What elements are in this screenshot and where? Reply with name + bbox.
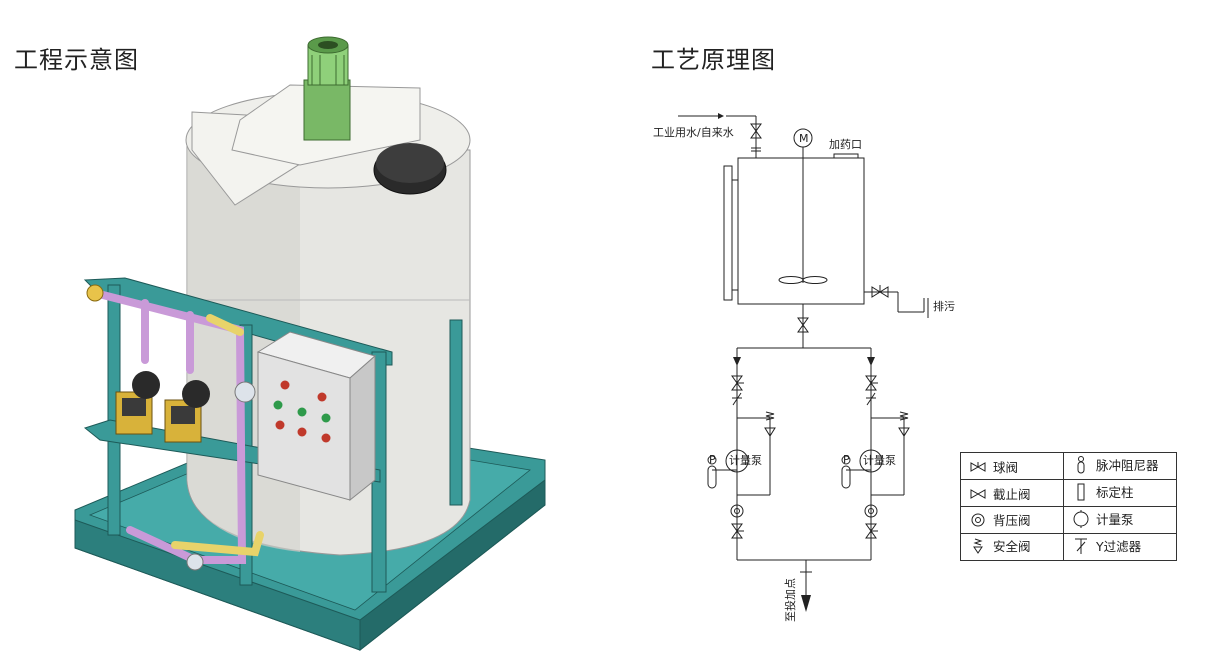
legend-row: 球阀 脉冲阻尼器 — [960, 452, 1177, 480]
outlet-label: 至投加点 — [783, 578, 797, 622]
legend-row: 安全阀 Y过滤器 — [960, 533, 1177, 561]
back-pressure-valve-icon — [967, 513, 989, 530]
metering-pumps — [115, 371, 210, 443]
dosing-port-label: 加药口 — [829, 138, 862, 151]
pump-label-left: 计量泵 — [729, 454, 762, 467]
inlet-ball-valve — [750, 123, 762, 152]
level-gauge — [723, 165, 733, 301]
tank-symbol — [737, 157, 865, 305]
pump-branch-left — [707, 348, 776, 560]
ball-valve-icon — [967, 461, 989, 476]
motor-label: M — [799, 132, 809, 145]
equipment-illustration — [74, 36, 546, 652]
agitator-blade — [802, 276, 828, 284]
legend-table: 球阀 脉冲阻尼器 截止阀 标定柱 背压阀 计量泵 安全阀 Y过滤器 — [960, 452, 1177, 561]
legend-pulsation-damper: 脉冲阻尼器 — [1095, 458, 1159, 473]
gauge-label-left: P — [709, 453, 716, 466]
legend-y-strainer: Y过滤器 — [1095, 539, 1142, 554]
legend-row: 背压阀 计量泵 — [960, 506, 1177, 534]
gauge-label-right: P — [843, 453, 850, 466]
legend-safety-valve: 安全阀 — [992, 539, 1031, 554]
pump-branch-right — [841, 348, 910, 560]
outlet-arrow — [801, 595, 811, 612]
inlet-label: 工业用水/自来水 — [653, 126, 734, 139]
y-strainer-icon — [1070, 537, 1092, 558]
pulsation-damper-icon — [1070, 456, 1092, 477]
agitator-motor — [303, 36, 351, 141]
engineering-schematic-title: 工程示意图 — [14, 46, 139, 74]
process-principle-title: 工艺原理图 — [651, 46, 776, 74]
drain-label: 排污 — [933, 299, 955, 313]
dosing-port-symbol — [833, 153, 859, 159]
outlet-globe-valve — [797, 317, 809, 333]
legend-back-pressure-valve: 背压阀 — [992, 513, 1031, 528]
safety-valve-icon — [967, 537, 989, 558]
process-diagram — [678, 113, 929, 612]
control-panel — [256, 331, 377, 502]
pump-label-right: 计量泵 — [863, 454, 896, 467]
legend-calibration-column: 标定柱 — [1095, 485, 1134, 500]
globe-valve-icon — [967, 488, 989, 503]
metering-pump-icon — [1070, 510, 1092, 531]
pipework — [86, 284, 264, 571]
legend-ball-valve: 球阀 — [992, 459, 1018, 475]
agitator-blade — [778, 276, 804, 284]
legend-globe-valve: 截止阀 — [992, 486, 1031, 502]
legend-metering-pump: 计量泵 — [1095, 512, 1134, 527]
legend-row: 截止阀 标定柱 — [960, 479, 1177, 507]
calibration-column-icon — [1070, 483, 1092, 504]
